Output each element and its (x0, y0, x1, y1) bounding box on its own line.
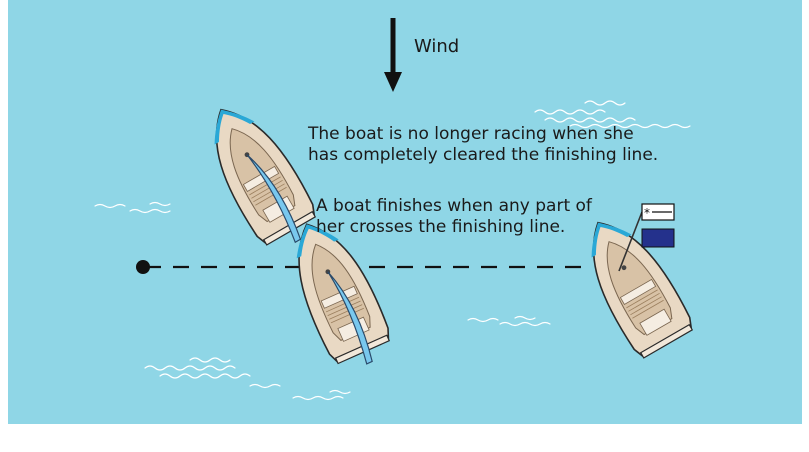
note-finishes: A boat finishes when any part of her cro… (316, 196, 592, 238)
svg-text:*: * (644, 206, 650, 220)
finish-mark-buoy (136, 260, 150, 274)
note-finish-line-1: A boat finishes when any part of (316, 196, 592, 217)
wind-label: Wind (414, 36, 459, 57)
note-racing-line-2: has completely cleared the finishing lin… (308, 145, 658, 166)
note-racing-line-1: The boat is no longer racing when she (308, 124, 658, 145)
note-no-longer-racing: The boat is no longer racing when she ha… (308, 124, 658, 166)
note-finish-line-2: her crosses the finishing line. (316, 217, 592, 238)
